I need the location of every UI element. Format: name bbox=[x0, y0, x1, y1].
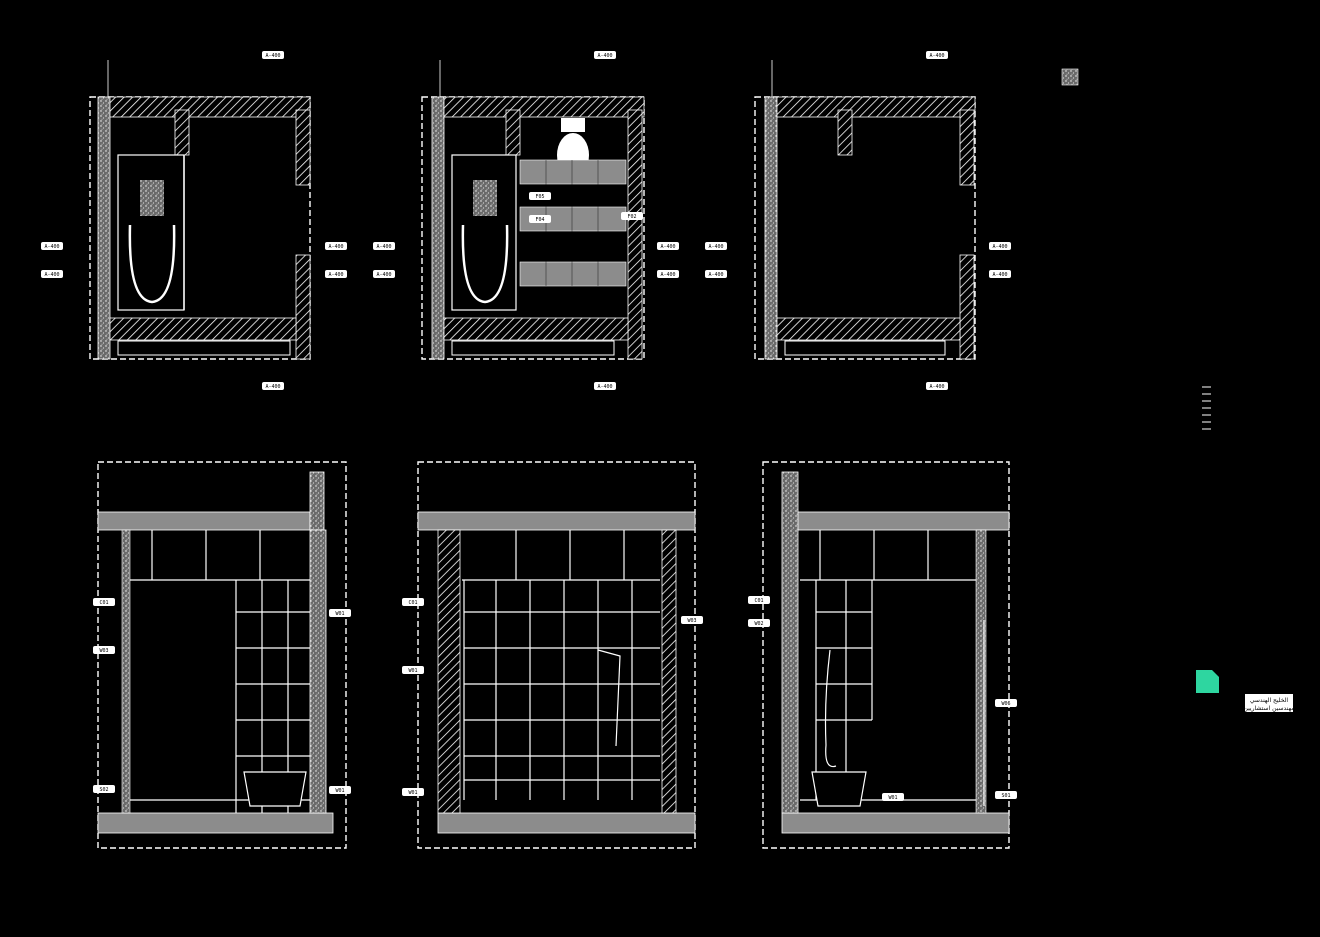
elevation-1-tag-c01-label: C01 bbox=[99, 600, 108, 606]
elevation-view-3 bbox=[762, 461, 1010, 849]
plan-1-ref-right-1: A-400 bbox=[325, 242, 347, 250]
elevation-view-2 bbox=[417, 461, 696, 849]
plan-1-ref-top: A-400 bbox=[262, 51, 284, 59]
elevation-3-tag-s01-label: S01 bbox=[1001, 793, 1010, 799]
plan-3-ref-left-2: A-400 bbox=[705, 270, 727, 278]
plan-view-2 bbox=[421, 60, 645, 360]
elevation-1-tag-w01-b: W01 bbox=[329, 786, 351, 794]
plan-2-ref-left-2-label: A-400 bbox=[376, 272, 391, 278]
plan-2-ref-bottom-label: A-400 bbox=[597, 384, 612, 390]
plan-2-tag-f02-label: F02 bbox=[627, 214, 636, 220]
plan-2-tag-f04: F04 bbox=[529, 215, 551, 223]
plan-3-ref-right-1-label: A-400 bbox=[992, 244, 1007, 250]
elevation-1-tag-w01-a: W01 bbox=[329, 609, 351, 617]
elevation-1-tag-w03: W03 bbox=[93, 646, 115, 654]
plan-3-ref-right-2: A-400 bbox=[989, 270, 1011, 278]
elevation-1-tag-w03-label: W03 bbox=[99, 648, 108, 654]
plan-1-ref-bottom: A-400 bbox=[262, 382, 284, 390]
plan-3-ref-bottom-label: A-400 bbox=[929, 384, 944, 390]
elevation-1-tag-s02-label: S02 bbox=[99, 787, 108, 793]
plan-1-ref-left-1: A-400 bbox=[41, 242, 63, 250]
plan-1-ref-left-2-label: A-400 bbox=[44, 272, 59, 278]
elevation-2-tag-w01-a-label: W01 bbox=[408, 668, 417, 674]
plan-3-ref-left-1-label: A-400 bbox=[708, 244, 723, 250]
elevation-2-tag-c01-label: C01 bbox=[408, 600, 417, 606]
plan-1-ref-left-1-label: A-400 bbox=[44, 244, 59, 250]
elevation-3-tag-w02-label: W02 bbox=[754, 621, 763, 627]
elevation-3-tag-w01-label: W01 bbox=[888, 795, 897, 801]
plan-2-tag-f02: F02 bbox=[621, 212, 643, 220]
plan-2-ref-top: A-400 bbox=[594, 51, 616, 59]
elevation-view-1 bbox=[97, 461, 347, 849]
plan-3-ref-right-1: A-400 bbox=[989, 242, 1011, 250]
plan-2-ref-left-1: A-400 bbox=[373, 242, 395, 250]
plan-2-ref-bottom: A-400 bbox=[594, 382, 616, 390]
elevation-3-tag-s01: S01 bbox=[995, 791, 1017, 799]
elevation-1-tag-w01-b-label: W01 bbox=[335, 788, 344, 794]
elevation-3-tag-w06: W06 bbox=[995, 699, 1017, 707]
plan-view-3 bbox=[754, 60, 976, 360]
plan-3-ref-left-2-label: A-400 bbox=[708, 272, 723, 278]
plan-3-ref-bottom: A-400 bbox=[926, 382, 948, 390]
plan-2-ref-right-1: A-400 bbox=[657, 242, 679, 250]
plan-1-ref-top-label: A-400 bbox=[265, 53, 280, 59]
title-block-line2: مهندسين استشاريين bbox=[1244, 705, 1295, 712]
plan-2-ref-right-2-label: A-400 bbox=[660, 272, 675, 278]
elevation-3-tag-w02: W02 bbox=[748, 619, 770, 627]
elevation-3-tag-c01: C01 bbox=[748, 596, 770, 604]
elevation-1-tag-s02: S02 bbox=[93, 785, 115, 793]
legend-ticks bbox=[1202, 386, 1211, 430]
elevation-2-tag-w01-b: W01 bbox=[402, 788, 424, 796]
plan-3-ref-right-2-label: A-400 bbox=[992, 272, 1007, 278]
elevation-2-tag-w03: W03 bbox=[681, 616, 703, 624]
title-block-line1: الخليج الهندسي bbox=[1250, 697, 1289, 704]
document-icon bbox=[1196, 670, 1219, 693]
elevation-2-tag-c01: C01 bbox=[402, 598, 424, 606]
elevation-1-tag-w01-a-label: W01 bbox=[335, 611, 344, 617]
plan-2-ref-right-2: A-400 bbox=[657, 270, 679, 278]
plan-1-ref-bottom-label: A-400 bbox=[265, 384, 280, 390]
plan-1-ref-right-2-label: A-400 bbox=[328, 272, 343, 278]
plan-1-ref-left-2: A-400 bbox=[41, 270, 63, 278]
plan-2-ref-left-2: A-400 bbox=[373, 270, 395, 278]
elevation-3-tag-w06-label: W06 bbox=[1001, 701, 1010, 707]
plan-2-tag-f05-label: F05 bbox=[535, 194, 544, 200]
plan-2-ref-top-label: A-400 bbox=[597, 53, 612, 59]
elevation-1-tag-c01: C01 bbox=[93, 598, 115, 606]
plan-2-tag-f05: F05 bbox=[529, 192, 551, 200]
plan-1-ref-right-1-label: A-400 bbox=[328, 244, 343, 250]
title-block bbox=[1245, 694, 1293, 712]
elevation-3-tag-c01-label: C01 bbox=[754, 598, 763, 604]
elevation-2-tag-w01-b-label: W01 bbox=[408, 790, 417, 796]
gray-swatch-icon bbox=[1061, 68, 1079, 86]
annotation-tags: A-400A-400A-400A-400A-400A-400A-400A-400… bbox=[41, 51, 1017, 801]
elevation-2-tag-w01-a: W01 bbox=[402, 666, 424, 674]
elevation-3-tag-w01: W01 bbox=[882, 793, 904, 801]
plan-2-ref-right-1-label: A-400 bbox=[660, 244, 675, 250]
plan-2-tag-f04-label: F04 bbox=[535, 217, 544, 223]
plan-3-ref-top: A-400 bbox=[926, 51, 948, 59]
plan-2-ref-left-1-label: A-400 bbox=[376, 244, 391, 250]
plan-3-ref-left-1: A-400 bbox=[705, 242, 727, 250]
plan-1-ref-right-2: A-400 bbox=[325, 270, 347, 278]
plan-view-1 bbox=[89, 60, 311, 360]
plan-3-ref-top-label: A-400 bbox=[929, 53, 944, 59]
elevation-2-tag-w03-label: W03 bbox=[687, 618, 696, 624]
